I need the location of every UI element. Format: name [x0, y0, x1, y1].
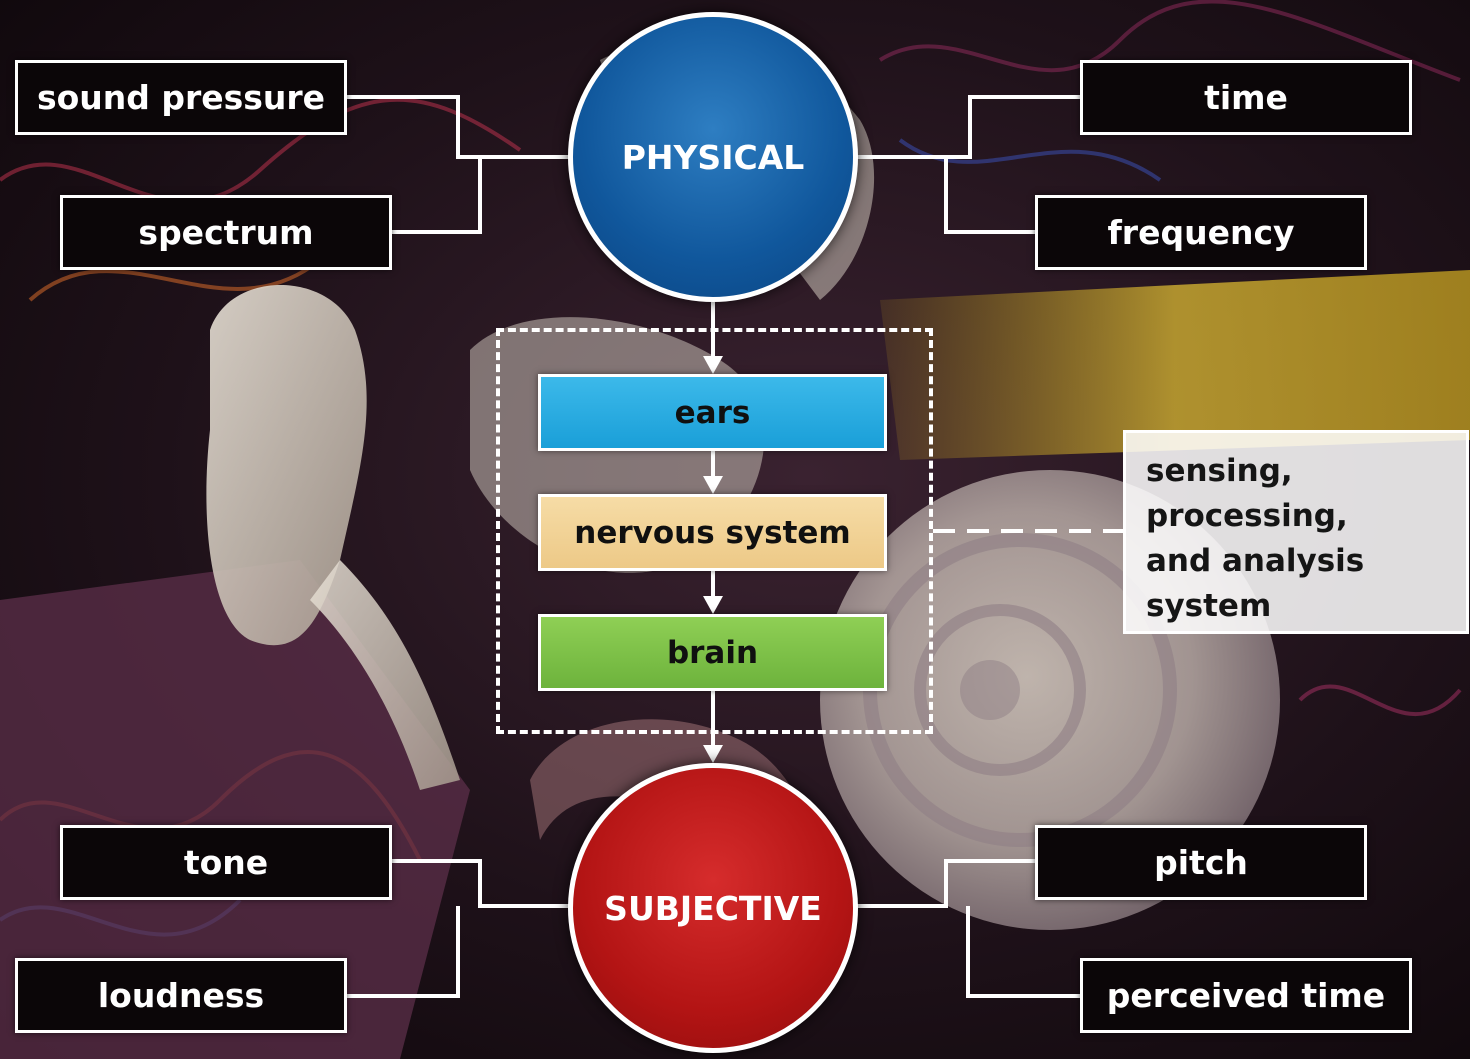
processing-group-outline: [496, 328, 933, 734]
term-loudness: loudness: [15, 958, 347, 1033]
term-spectrum: spectrum: [60, 195, 392, 270]
system-note-line-3: and analysis: [1146, 543, 1365, 579]
arrowhead-to-subjective: [703, 745, 723, 763]
physical-circle: PHYSICAL: [568, 12, 858, 302]
arrowhead-to-brain: [703, 596, 723, 614]
stage-ears: ears: [538, 374, 887, 451]
system-note: sensing, processing, and analysis system: [1123, 430, 1469, 634]
term-time: time: [1080, 60, 1412, 135]
subjective-circle: SUBJECTIVE: [568, 763, 858, 1053]
system-note-line-2: processing,: [1146, 498, 1348, 534]
subjective-label: SUBJECTIVE: [604, 888, 822, 928]
term-sound-pressure: sound pressure: [15, 60, 347, 135]
connector-perceived-time: [966, 906, 1082, 998]
connector-tone: [392, 859, 570, 908]
term-pitch: pitch: [1035, 825, 1367, 900]
term-frequency: frequency: [1035, 195, 1367, 270]
connector-time: [856, 95, 1082, 159]
arrowhead-to-ears: [703, 356, 723, 374]
connector-pitch: [856, 859, 1035, 908]
connector-loudness: [347, 906, 460, 998]
connector-sound-pressure: [347, 95, 570, 159]
system-note-line-1: sensing,: [1146, 453, 1293, 489]
connector-frequency: [944, 157, 1035, 234]
term-tone: tone: [60, 825, 392, 900]
arrowhead-to-nervous: [703, 476, 723, 494]
connector-spectrum: [392, 157, 482, 234]
stage-brain: brain: [538, 614, 887, 691]
term-perceived-time: perceived time: [1080, 958, 1412, 1033]
system-note-line-4: system: [1146, 588, 1272, 624]
stage-nervous-system: nervous system: [538, 494, 887, 571]
physical-label: PHYSICAL: [621, 137, 805, 177]
